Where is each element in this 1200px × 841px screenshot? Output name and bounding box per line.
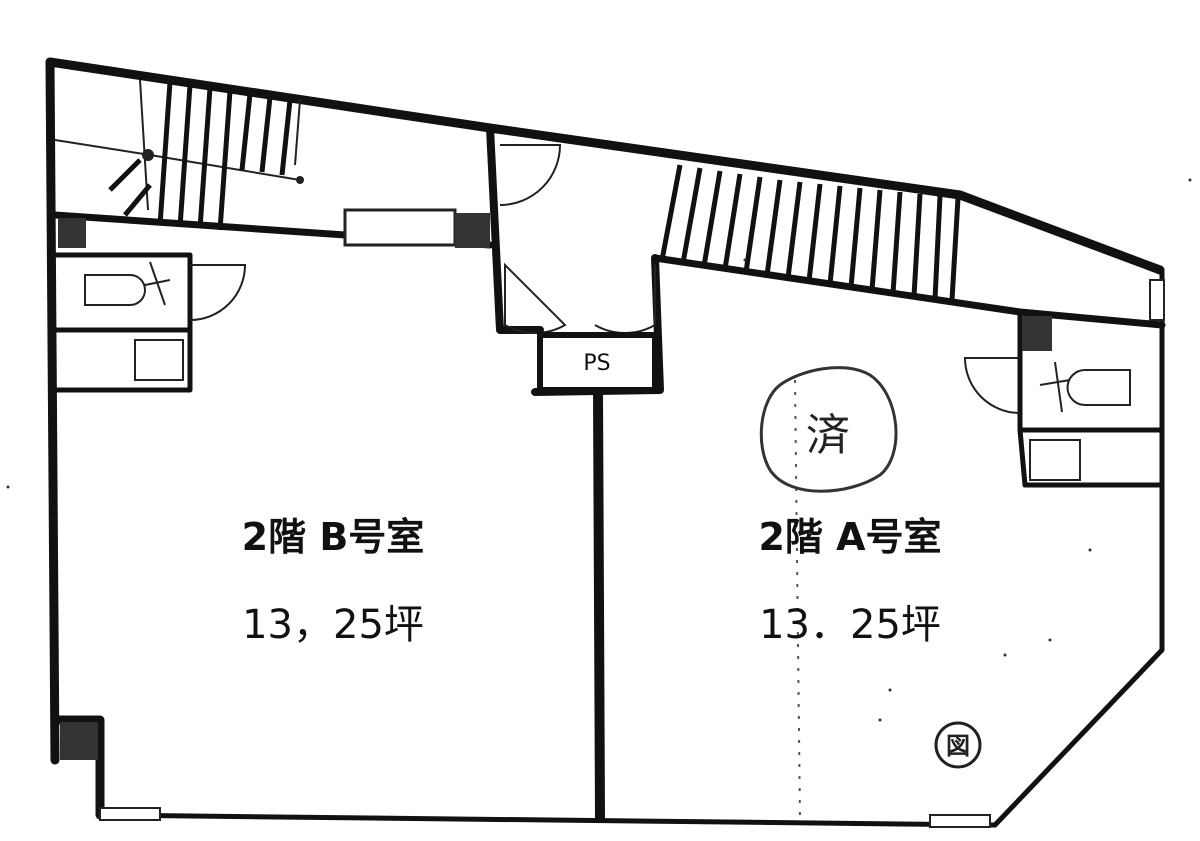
right-staircase — [659, 164, 961, 301]
completion-stamp: 済 — [759, 366, 898, 493]
scan-specks — [6, 178, 1192, 722]
right-bath-fixtures — [1022, 279, 1165, 481]
stamp-text: 済 — [806, 410, 850, 461]
room-a-label: 2階 A号室 13．25坪 — [758, 515, 941, 648]
dashed-guide — [794, 379, 801, 821]
ps-shaft: PS — [537, 332, 658, 393]
doors — [189, 144, 1021, 414]
room-a-area: 13．25坪 — [759, 602, 941, 648]
room-b-area: 13，25坪 — [242, 602, 424, 648]
left-staircase — [54, 79, 457, 247]
room-b-title: 2階 B号室 — [242, 515, 425, 559]
zu-mark: 図 — [934, 721, 982, 769]
room-b-label: 2階 B号室 13，25坪 — [242, 515, 425, 648]
interior-walls — [51, 124, 1166, 823]
zu-text: 図 — [946, 731, 970, 760]
room-a-title: 2階 A号室 — [758, 515, 941, 559]
windows — [99, 807, 991, 828]
outer-walls — [45, 57, 1165, 828]
left-bath-fixtures — [58, 213, 490, 760]
ps-label: PS — [583, 351, 610, 376]
